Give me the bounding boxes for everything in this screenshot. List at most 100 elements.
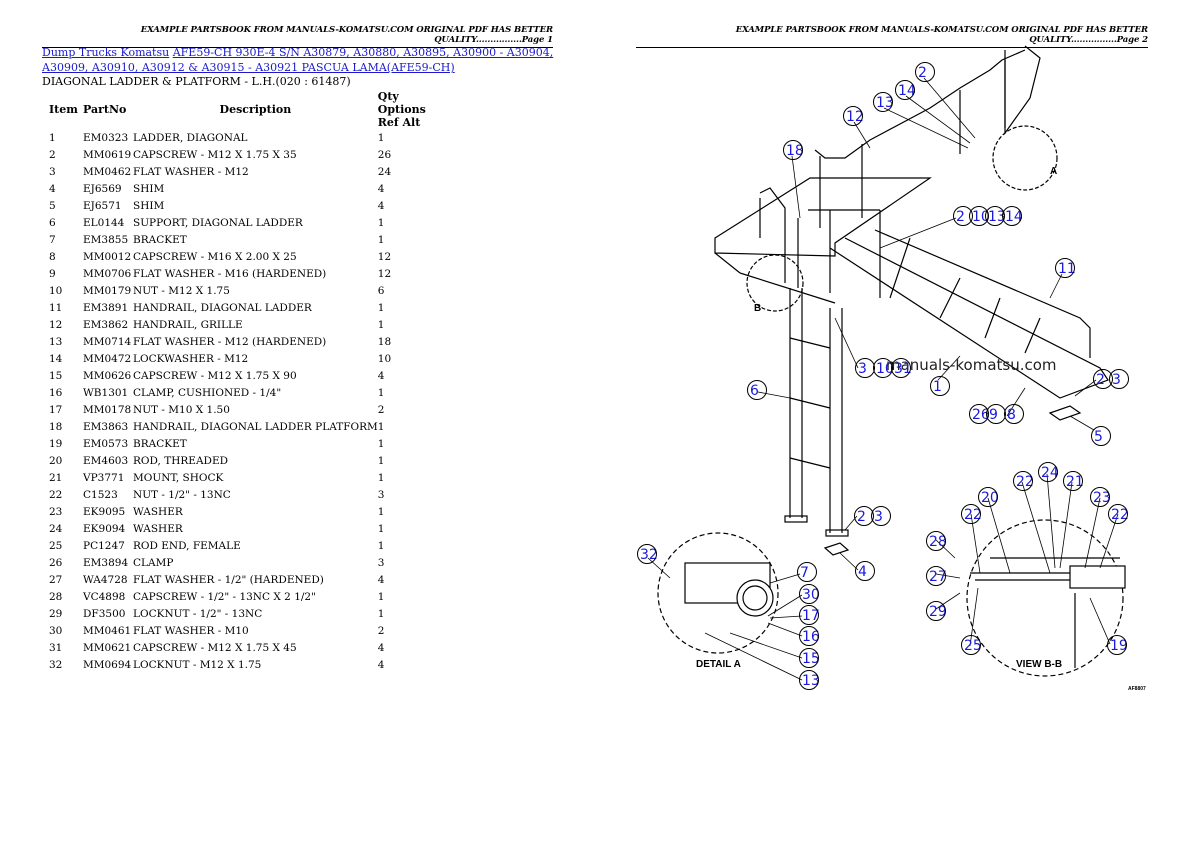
cell-qty: 24 bbox=[377, 165, 392, 178]
cell-item: 8 bbox=[49, 250, 56, 263]
cell-description: WASHER bbox=[133, 522, 183, 535]
balloon-ring-icon bbox=[799, 626, 819, 646]
cell-item: 23 bbox=[49, 505, 63, 518]
balloon-callout: 2 bbox=[953, 206, 973, 226]
parts-diagram: A B manuals-komatsu.com DETAIL A VIEW B-… bbox=[630, 38, 1160, 708]
cell-qty: 1 bbox=[377, 301, 385, 314]
cell-qty: 1 bbox=[377, 590, 385, 603]
balloon-ring-icon bbox=[1038, 462, 1058, 482]
cell-description: SHIM bbox=[133, 182, 165, 195]
balloon-ring-icon bbox=[986, 404, 1006, 424]
balloon-callout: 27 bbox=[926, 566, 947, 586]
cell-description: HANDRAIL, GRILLE bbox=[133, 318, 243, 331]
balloon-callout: 14 bbox=[895, 80, 916, 100]
balloon-ring-icon bbox=[1004, 404, 1024, 424]
balloon-callout: 13 bbox=[873, 92, 894, 112]
balloon-ring-icon bbox=[1063, 471, 1083, 491]
cell-partno: WB1301 bbox=[83, 386, 129, 399]
ladder-platform-drawing bbox=[647, 45, 1126, 681]
cell-partno: VP3771 bbox=[83, 471, 125, 484]
cell-partno: DF3500 bbox=[83, 607, 126, 620]
cell-qty: 3 bbox=[377, 488, 385, 501]
cell-partno: MM0626 bbox=[83, 369, 132, 382]
cell-description: FLAT WASHER - 1/2" (HARDENED) bbox=[133, 573, 324, 586]
cell-description: LOCKNUT - M12 X 1.75 bbox=[133, 658, 262, 671]
balloon-callout: 24 bbox=[1038, 462, 1059, 482]
cell-qty: 4 bbox=[377, 658, 385, 671]
cell-description: NUT - M10 X 1.50 bbox=[133, 403, 230, 416]
balloon-ring-icon bbox=[797, 562, 817, 582]
balloon-callout: 22 bbox=[961, 504, 982, 524]
col-item: Item bbox=[49, 103, 78, 116]
balloon-callout: 31 bbox=[891, 358, 912, 378]
balloon-ring-icon bbox=[961, 504, 981, 524]
balloon-callout: 17 bbox=[799, 605, 820, 625]
cell-item: 22 bbox=[49, 488, 63, 501]
balloon-callout: 2 bbox=[915, 62, 935, 82]
cell-description: SHIM bbox=[133, 199, 165, 212]
drawing-code: AF8807 bbox=[1128, 686, 1146, 692]
cell-item: 7 bbox=[49, 233, 56, 246]
cell-item: 21 bbox=[49, 471, 63, 484]
cell-qty: 2 bbox=[377, 403, 385, 416]
cell-item: 31 bbox=[49, 641, 63, 654]
balloon-ring-icon bbox=[930, 376, 950, 396]
cell-description: ROD, THREADED bbox=[133, 454, 229, 467]
cell-qty: 1 bbox=[377, 233, 385, 246]
cell-description: LADDER, DIAGONAL bbox=[133, 131, 248, 144]
balloon-callout: 4 bbox=[855, 561, 875, 581]
watermark: manuals-komatsu.com bbox=[886, 356, 1057, 374]
balloon-ring-icon bbox=[895, 80, 915, 100]
cell-qty: 1 bbox=[377, 216, 385, 229]
cell-item: 2 bbox=[49, 148, 56, 161]
balloon-ring-icon bbox=[1108, 504, 1128, 524]
cell-partno: EK9095 bbox=[83, 505, 126, 518]
balloon-ring-icon bbox=[1107, 635, 1127, 655]
cell-partno: EM3891 bbox=[83, 301, 129, 314]
cell-description: CAPSCREW - M12 X 1.75 X 35 bbox=[133, 148, 297, 161]
balloon-ring-icon bbox=[871, 506, 891, 526]
cell-qty: 1 bbox=[377, 386, 385, 399]
page-2-header: EXAMPLE PARTSBOOK FROM MANUALS-KOMATSU.C… bbox=[636, 25, 1148, 48]
cell-qty: 10 bbox=[377, 352, 392, 365]
cell-item: 19 bbox=[49, 437, 63, 450]
balloon-ring-icon bbox=[1013, 471, 1033, 491]
balloon-callout: 25 bbox=[961, 635, 982, 655]
cell-item: 1 bbox=[49, 131, 56, 144]
cell-item: 18 bbox=[49, 420, 63, 433]
col-partno: PartNo bbox=[83, 103, 127, 116]
cell-partno: EJ6571 bbox=[83, 199, 122, 212]
cell-item: 27 bbox=[49, 573, 63, 586]
cell-item: 11 bbox=[49, 301, 63, 314]
cell-description: BRACKET bbox=[133, 437, 187, 450]
cell-item: 30 bbox=[49, 624, 63, 637]
cell-item: 9 bbox=[49, 267, 56, 280]
balloon-callout: 29 bbox=[926, 601, 947, 621]
breadcrumb-link-dump-trucks[interactable]: Dump Trucks Komatsu bbox=[42, 46, 170, 59]
cell-description: HANDRAIL, DIAGONAL LADDER PLATFORM bbox=[133, 420, 378, 433]
balloon-ring-icon bbox=[799, 584, 819, 604]
balloon-callout: 3 bbox=[855, 358, 875, 378]
cell-partno: MM0694 bbox=[83, 658, 132, 671]
cell-description: FLAT WASHER - M10 bbox=[133, 624, 249, 637]
cell-partno: WA4728 bbox=[83, 573, 128, 586]
breadcrumb-link-model[interactable]: AFE59-CH 930E-4 S/N A30879, A30880, A308… bbox=[42, 46, 554, 74]
balloon-callout: 9 bbox=[986, 404, 1006, 424]
balloon-ring-icon bbox=[783, 140, 803, 160]
